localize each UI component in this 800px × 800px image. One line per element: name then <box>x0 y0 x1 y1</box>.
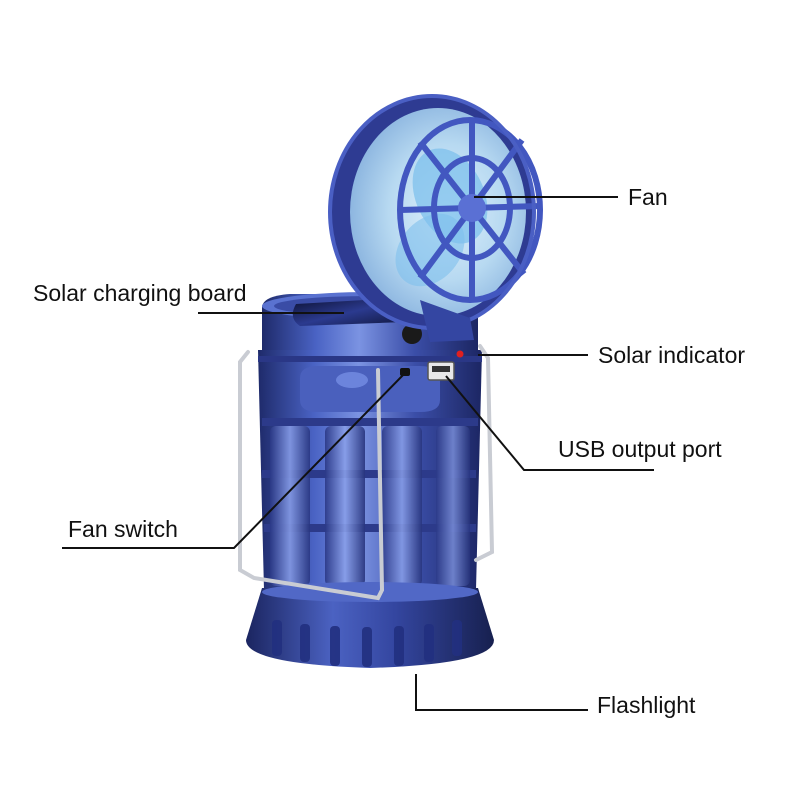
label-fan: Fan <box>628 184 668 210</box>
lantern-body <box>246 292 494 668</box>
label-fan-switch: Fan switch <box>68 516 178 542</box>
fan-head <box>328 94 543 342</box>
solar-indicator-led <box>456 350 464 358</box>
label-solar-indicator: Solar indicator <box>598 342 746 368</box>
leader-flashlight <box>415 674 588 711</box>
label-solar-charging-board: Solar charging board <box>33 280 247 306</box>
label-flashlight: Flashlight <box>597 692 696 718</box>
handle <box>238 344 495 601</box>
usb-port <box>427 361 455 381</box>
label-usb-output-port: USB output port <box>558 436 722 462</box>
leader-usb <box>445 375 654 471</box>
leader-lines <box>62 196 654 711</box>
leader-fan-switch <box>62 371 407 549</box>
hinge-knob <box>402 324 422 344</box>
